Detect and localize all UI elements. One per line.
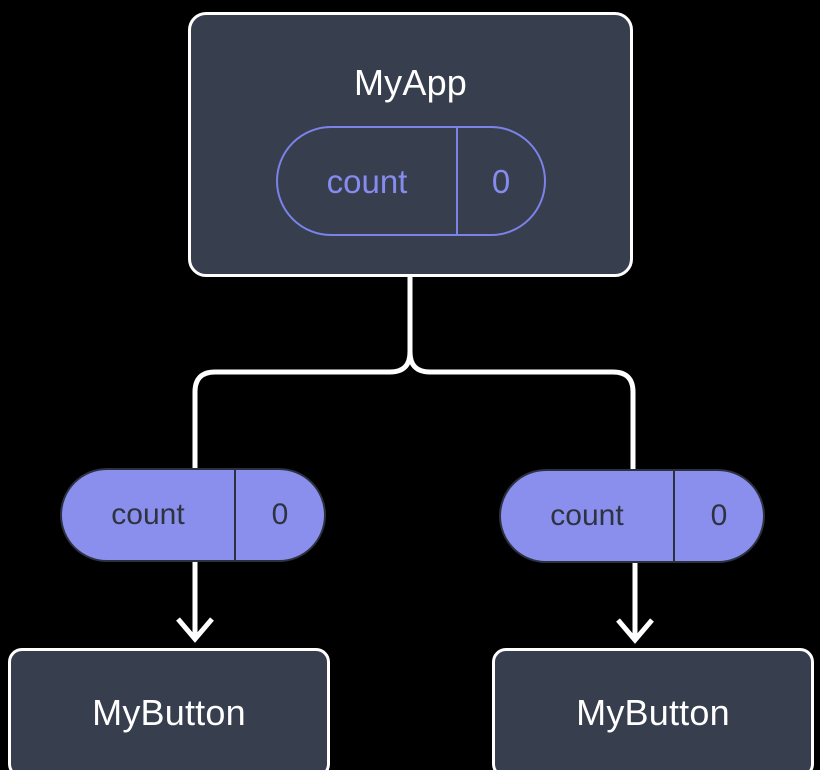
node-myapp-title: MyApp	[353, 62, 468, 103]
edge-myapp-to-left-prop	[192, 274, 413, 473]
edge-myapp-to-right-prop	[407, 274, 636, 473]
node-mybutton-left[interactable]: MyButton	[8, 648, 330, 770]
prop-pill-left-value: 0	[271, 498, 289, 531]
arrowhead-left-icon	[176, 617, 214, 643]
prop-pill-left-key: count	[62, 470, 236, 560]
prop-pill-right-value: 0	[710, 499, 728, 532]
node-mybutton-left-title: MyButton	[92, 692, 246, 733]
state-pill-myapp-value: 0	[491, 162, 511, 200]
prop-pill-right-key: count	[501, 471, 675, 561]
state-pill-myapp-key: count	[278, 128, 458, 234]
prop-pill-right[interactable]: count 0	[499, 469, 765, 563]
arrowhead-right-icon	[616, 618, 654, 644]
prop-pill-left[interactable]: count 0	[60, 468, 326, 562]
node-mybutton-right[interactable]: MyButton	[492, 648, 814, 770]
node-mybutton-right-title: MyButton	[576, 692, 730, 733]
state-pill-myapp[interactable]: count 0	[276, 126, 546, 236]
